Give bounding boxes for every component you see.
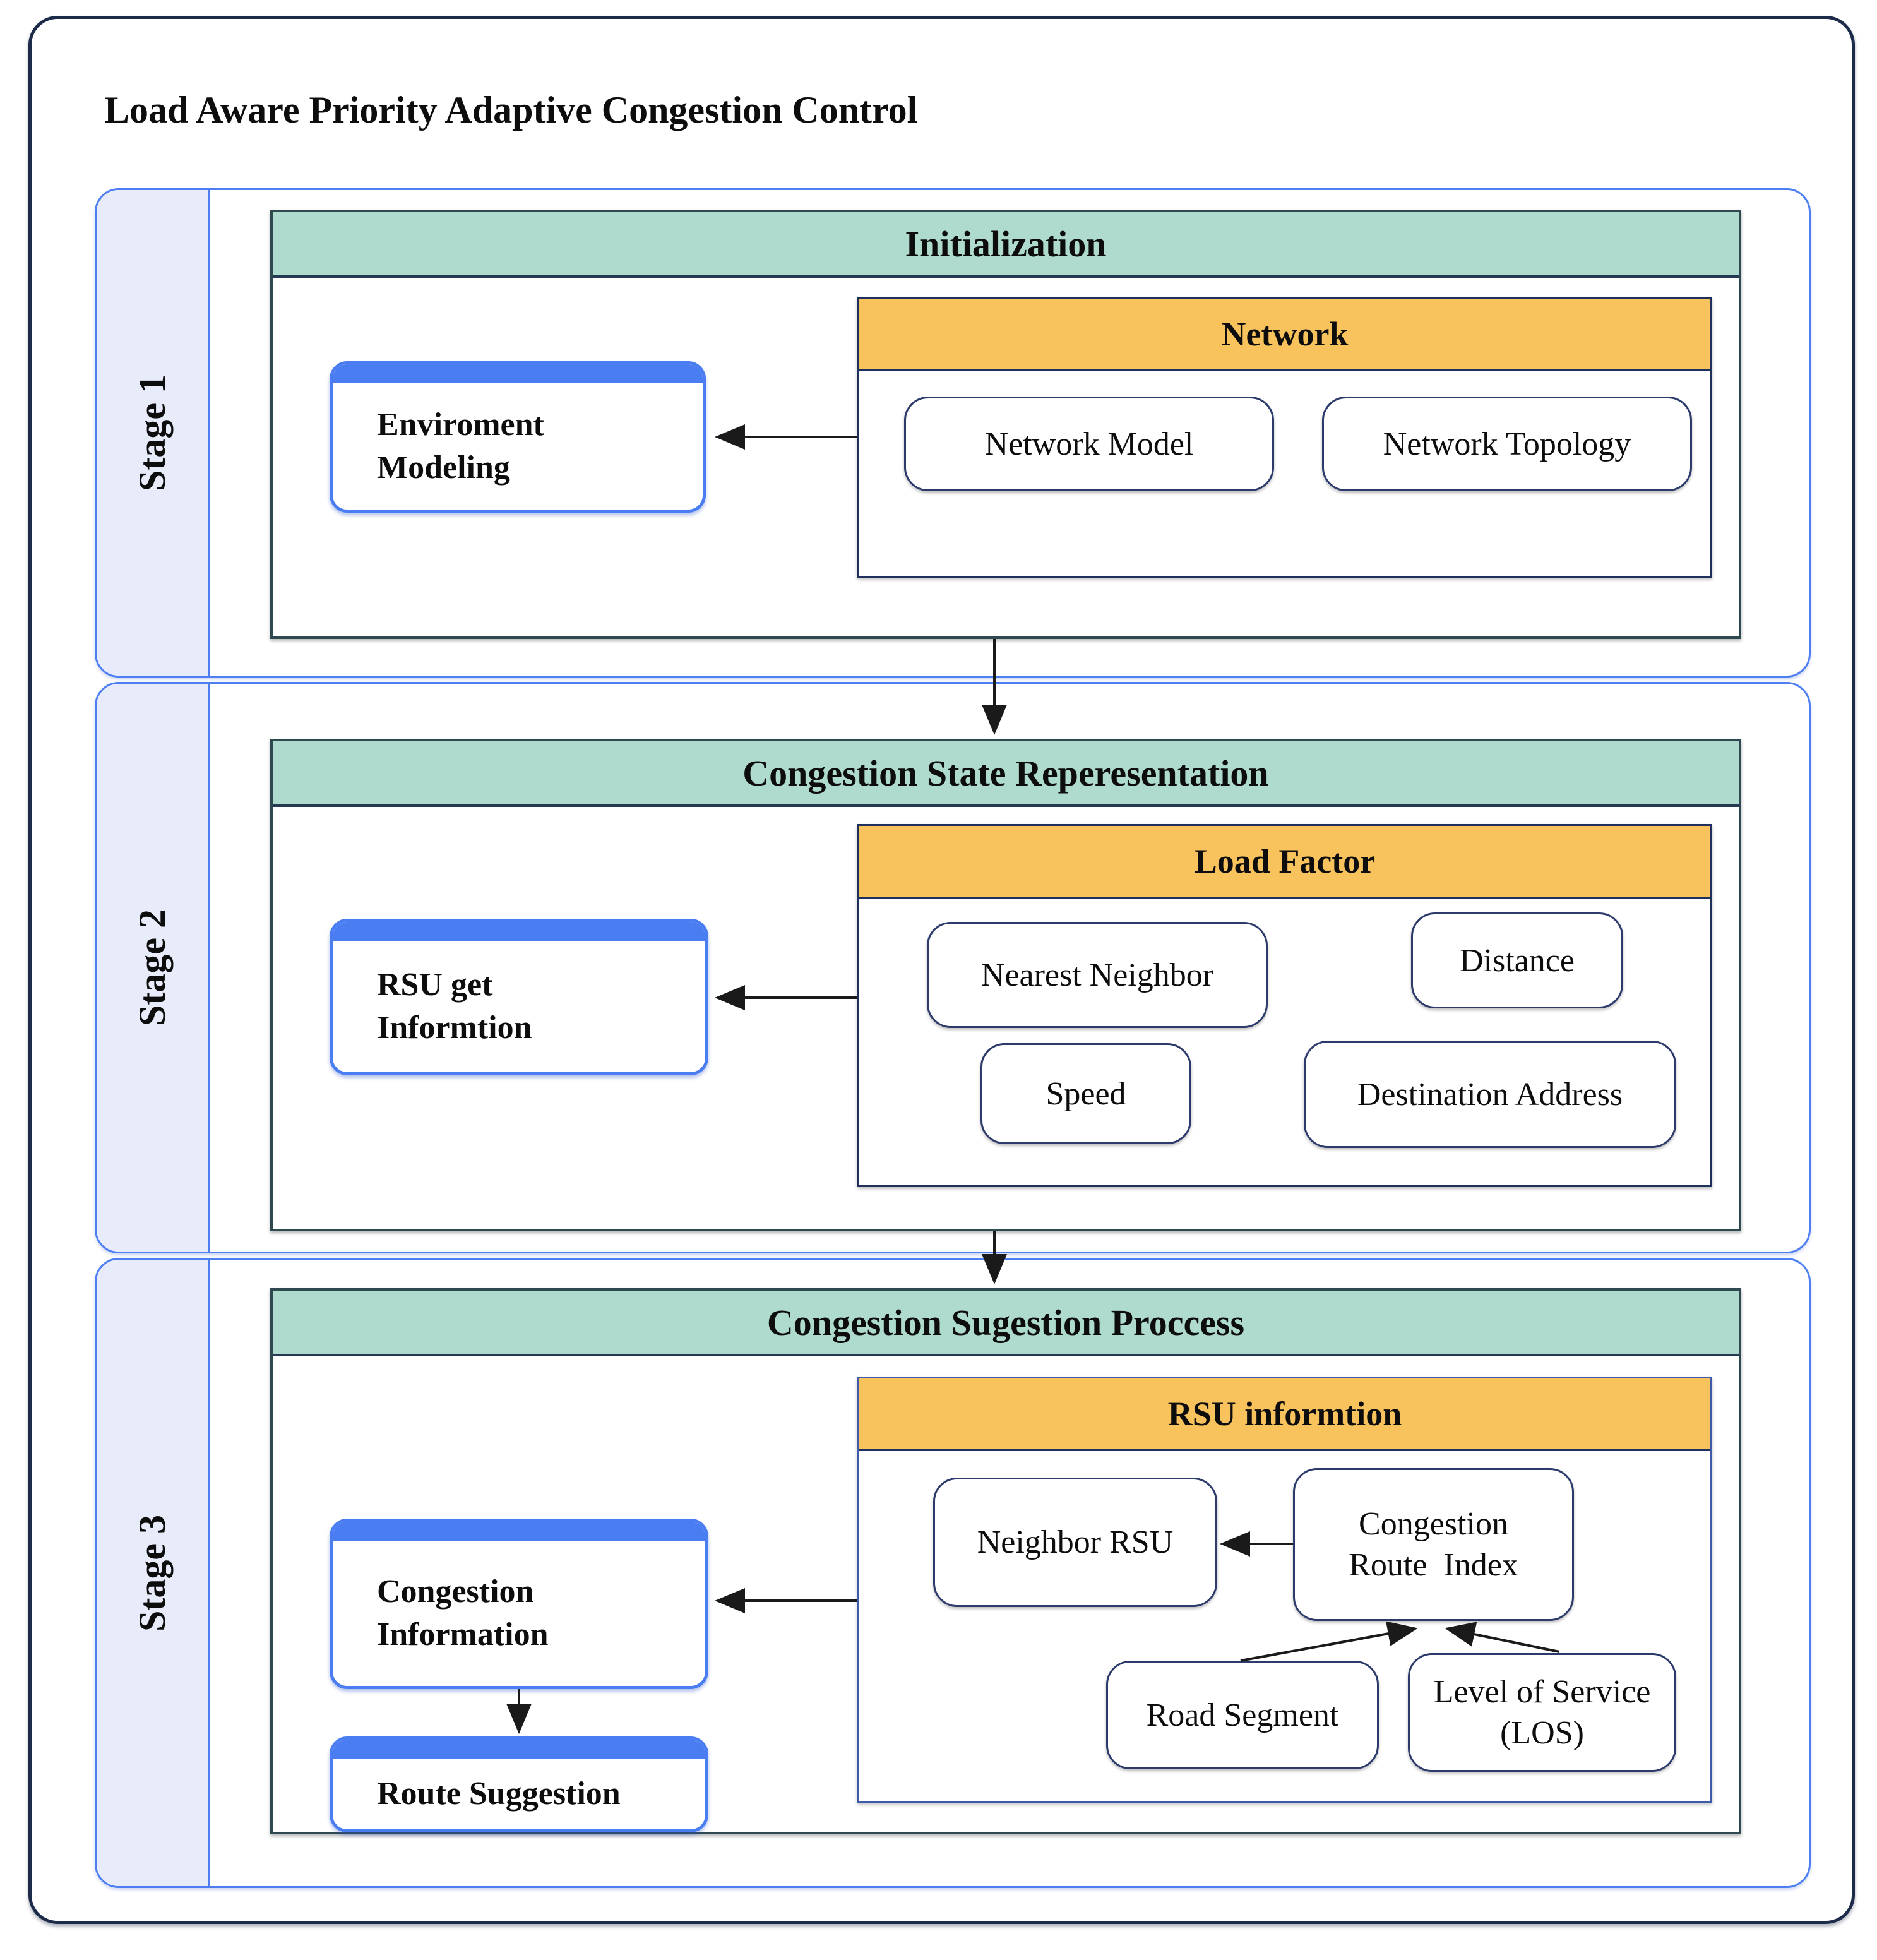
rsu-get-information-box: RSU get Informtion <box>330 919 708 1075</box>
stage-2-label-band: Stage 2 <box>97 684 210 1252</box>
destination-address-box: Destination Address <box>1304 1041 1676 1148</box>
initialization-header-label: Initialization <box>905 223 1107 265</box>
load-factor-subpanel-label: Load Factor <box>1194 842 1376 880</box>
congestion-information-accent-bar <box>333 1522 705 1541</box>
network-subpanel-header: Network <box>859 299 1710 371</box>
network-topology-box: Network Topology <box>1322 397 1692 491</box>
stage-1-label: Stage 1 <box>131 374 174 491</box>
stage-2-label: Stage 2 <box>131 909 174 1026</box>
speed-label: Speed <box>1046 1075 1126 1112</box>
congestion-state-header-label: Congestion State Reperesentation <box>742 752 1269 794</box>
nearest-neighbor-box: Nearest Neighbor <box>927 922 1268 1028</box>
rsu-get-information-label: RSU get Informtion <box>377 967 532 1046</box>
stage-3-label: Stage 3 <box>131 1514 174 1632</box>
environment-modeling-box: Enviroment Modeling <box>330 361 706 513</box>
network-topology-label: Network Topology <box>1383 426 1631 462</box>
congestion-route-index-box: Congestion Route Index <box>1293 1468 1574 1621</box>
congestion-state-header: Congestion State Reperesentation <box>273 741 1739 807</box>
road-segment-label: Road Segment <box>1146 1697 1339 1733</box>
distance-label: Distance <box>1460 942 1575 979</box>
diagram-title: Load Aware Priority Adaptive Congestion … <box>104 89 918 131</box>
nearest-neighbor-label: Nearest Neighbor <box>980 957 1214 993</box>
congestion-suggestion-header-label: Congestion Sugestion Proccess <box>766 1301 1245 1343</box>
speed-box: Speed <box>980 1043 1191 1144</box>
route-suggestion-accent-bar <box>333 1740 705 1759</box>
congestion-suggestion-header: Congestion Sugestion Proccess <box>273 1291 1739 1356</box>
neighbor-rsu-label: Neighbor RSU <box>977 1524 1174 1560</box>
network-subpanel-label: Network <box>1221 315 1349 353</box>
load-factor-subpanel-header: Load Factor <box>859 826 1710 899</box>
destination-address-label: Destination Address <box>1357 1076 1623 1113</box>
congestion-information-box: Congestion Information <box>330 1519 708 1689</box>
stage-3-label-band: Stage 3 <box>97 1260 210 1886</box>
road-segment-box: Road Segment <box>1106 1661 1379 1769</box>
distance-box: Distance <box>1411 912 1623 1008</box>
route-suggestion-box: Route Suggestion <box>330 1736 708 1832</box>
route-suggestion-label: Route Suggestion <box>377 1776 621 1812</box>
congestion-information-label: Congestion Information <box>377 1574 549 1652</box>
initialization-header: Initialization <box>273 212 1739 278</box>
neighbor-rsu-box: Neighbor RSU <box>933 1478 1217 1607</box>
stage-1-label-band: Stage 1 <box>97 190 210 676</box>
environment-modeling-label: Enviroment Modeling <box>377 407 544 486</box>
rsu-information-subpanel-label: RSU informtion <box>1167 1395 1402 1433</box>
network-model-box: Network Model <box>904 397 1274 491</box>
environment-modeling-accent-bar <box>333 364 703 383</box>
rsu-information-subpanel-header: RSU informtion <box>859 1378 1710 1451</box>
rsu-get-information-accent-bar <box>333 922 705 941</box>
network-model-label: Network Model <box>984 426 1194 462</box>
level-of-service-box: Level of Service (LOS) <box>1408 1653 1676 1772</box>
